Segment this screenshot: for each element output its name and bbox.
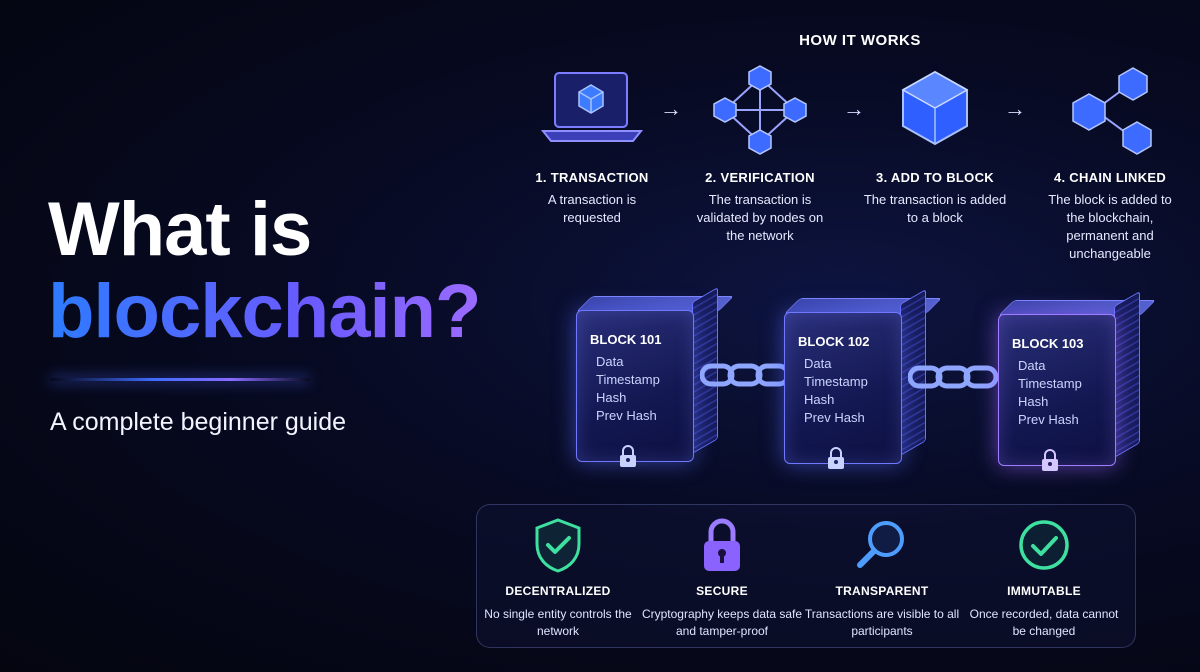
block-field: Data	[596, 354, 624, 369]
block-102: BLOCK 102 Data Timestamp Hash Prev Hash	[784, 288, 942, 469]
step-verification: 2. VERIFICATION The transaction is valid…	[670, 60, 850, 245]
step-chain-linked: 4. CHAIN LINKED The block is added to th…	[1020, 60, 1200, 263]
block-field: Hash	[1018, 394, 1049, 409]
check-circle-icon	[962, 516, 1126, 574]
magnifier-icon	[800, 516, 964, 574]
step-description: The transaction is validated by nodes on…	[696, 192, 824, 243]
block-field: Data	[804, 356, 832, 371]
block-side-face	[1114, 290, 1140, 458]
step-description: A transaction is requested	[547, 192, 637, 225]
feature-title: SECURE	[696, 584, 748, 598]
chain-link-icon	[699, 360, 791, 395]
lock-icon	[616, 444, 640, 473]
step-title: 1. TRANSACTION	[535, 170, 649, 185]
block-title: BLOCK 102	[798, 334, 870, 349]
step-description: The transaction is added to a block	[863, 192, 1007, 225]
step-description: The block is added to the blockchain, pe…	[1048, 192, 1172, 261]
feature-description: No single entity controls the network	[484, 607, 632, 638]
block-field: Timestamp	[1018, 376, 1082, 391]
block-field: Data	[1018, 358, 1046, 373]
hero-subtitle: A complete beginner guide	[50, 408, 347, 436]
lock-icon	[824, 446, 848, 475]
feature-description: Cryptography keeps data safe and tamper-…	[641, 607, 803, 638]
feature-title: DECENTRALIZED	[505, 584, 611, 598]
block-field: Timestamp	[596, 372, 660, 387]
block-front-face	[784, 312, 902, 464]
laptop-icon	[502, 60, 682, 160]
arrow-icon: →	[1004, 96, 1026, 121]
arrow-icon: →	[660, 96, 682, 121]
chain-link-icon	[907, 362, 999, 397]
step-title: 3. ADD TO BLOCK	[876, 170, 994, 185]
block-field: Prev Hash	[596, 408, 657, 423]
how-it-works-title: HOW IT WORKS	[799, 32, 921, 49]
block-field: Timestamp	[804, 374, 868, 389]
features-panel	[476, 504, 1136, 648]
step-transaction: 1. TRANSACTION A transaction is requeste…	[502, 60, 682, 227]
block-101: BLOCK 101 Data Timestamp Hash Prev Hash	[576, 286, 734, 467]
step-title: 2. VERIFICATION	[705, 170, 815, 185]
block-title: BLOCK 103	[1012, 336, 1084, 351]
hero-title-line1: What is	[48, 187, 312, 272]
arrow-icon: →	[843, 96, 865, 121]
step-add-to-block: 3. ADD TO BLOCK The transaction is added…	[845, 60, 1025, 227]
block-field: Hash	[596, 390, 627, 405]
block-front-face	[998, 314, 1116, 466]
feature-title: IMMUTABLE	[1007, 584, 1081, 598]
feature-description: Transactions are visible to all particip…	[804, 607, 960, 638]
hero-title-line2: blockchain?	[48, 269, 481, 354]
feature-secure: SECURE Cryptography keeps data safe and …	[640, 516, 804, 640]
block-field: Prev Hash	[1018, 412, 1079, 427]
feature-description: Once recorded, data cannot be changed	[969, 607, 1119, 638]
block-103: BLOCK 103 Data Timestamp Hash Prev Hash	[998, 290, 1156, 471]
feature-title: TRANSPARENT	[835, 584, 929, 598]
cube-icon	[845, 60, 1025, 160]
block-front-face	[576, 310, 694, 462]
padlock-icon	[640, 516, 804, 574]
feature-immutable: IMMUTABLE Once recorded, data cannot be …	[962, 516, 1126, 640]
shield-check-icon	[476, 516, 640, 574]
block-field: Prev Hash	[804, 410, 865, 425]
block-field: Hash	[804, 392, 835, 407]
block-title: BLOCK 101	[590, 332, 662, 347]
network-nodes-icon	[670, 60, 850, 160]
lock-icon	[1038, 448, 1062, 477]
linked-cubes-icon	[1020, 60, 1200, 160]
feature-transparent: TRANSPARENT Transactions are visible to …	[800, 516, 964, 640]
step-title: 4. CHAIN LINKED	[1053, 170, 1167, 185]
hero-divider	[50, 378, 310, 381]
feature-decentralized: DECENTRALIZED No single entity controls …	[476, 516, 640, 640]
